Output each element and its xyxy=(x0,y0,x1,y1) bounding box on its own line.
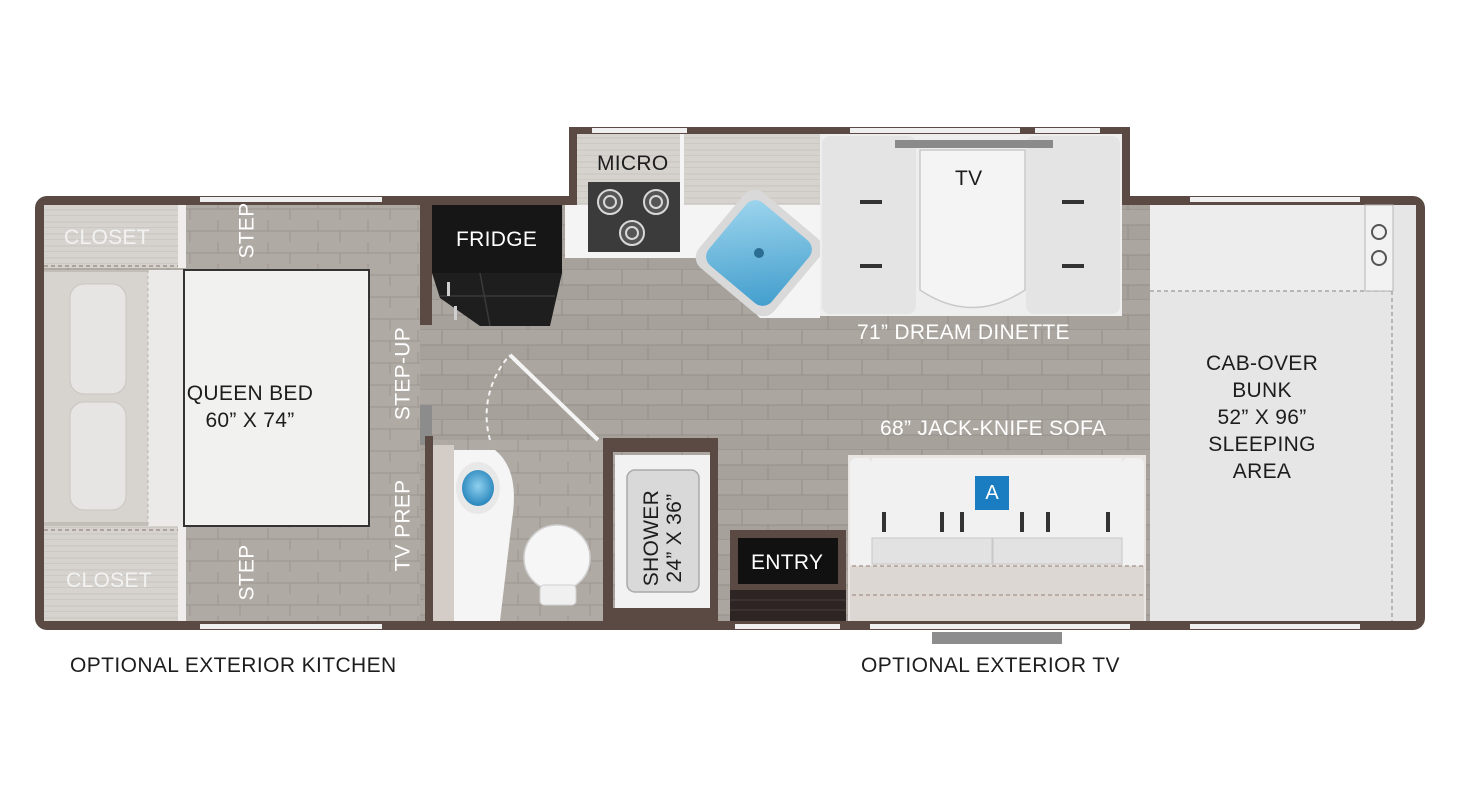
bunk-label-line4: SLEEPING xyxy=(1208,432,1316,456)
closet-top-label: CLOSET xyxy=(64,226,150,249)
bunk-label-line1: CAB-OVER xyxy=(1205,352,1319,375)
bunk-label-line5: AREA xyxy=(1232,459,1292,483)
fridge-label: FRIDGE xyxy=(456,228,538,251)
dinette-label: 71” DREAM DINETTE xyxy=(857,321,1070,344)
step-top-label: STEP xyxy=(235,202,259,259)
fridge xyxy=(432,205,562,327)
kitchen-sink xyxy=(695,189,823,317)
micro-label: MICRO xyxy=(597,152,669,175)
closet-top xyxy=(44,205,180,268)
bunk-label-line2: BUNK xyxy=(1232,378,1292,402)
tv-prep-label: TV PREP xyxy=(391,479,415,572)
bunk-label: CAB-OVER BUNK 52” X 96” SLEEPING AREA xyxy=(1187,351,1337,485)
bathroom xyxy=(431,440,610,621)
sofa-label: 68” JACK-KNIFE SOFA xyxy=(880,417,1107,440)
queen-bed-label-line1: QUEEN BED xyxy=(186,382,314,405)
entry-label: ENTRY xyxy=(751,551,824,574)
closet-bottom xyxy=(44,526,180,621)
step-up-label: STEP-UP xyxy=(391,326,415,421)
shower-label: SHOWER 24” X 36” xyxy=(640,475,686,601)
shower-label-line2: 24” X 36” xyxy=(663,493,686,583)
caption-exterior-tv: OPTIONAL EXTERIOR TV xyxy=(861,654,1120,677)
queen-bed xyxy=(44,269,370,527)
caption-exterior-kitchen: OPTIONAL EXTERIOR KITCHEN xyxy=(70,654,397,677)
entry xyxy=(730,530,846,621)
shower-label-line1: SHOWER xyxy=(639,489,663,587)
shower xyxy=(615,455,710,608)
jack-knife-sofa xyxy=(848,455,1146,621)
tv-label: TV xyxy=(955,167,983,190)
queen-bed-label: QUEEN BED 60” X 74” xyxy=(170,381,330,435)
cooktop xyxy=(588,182,680,252)
sofa-badge: A xyxy=(975,476,1009,510)
cab-over-bunk xyxy=(1150,204,1416,621)
closet-bottom-label: CLOSET xyxy=(66,569,152,592)
queen-bed-label-line2: 60” X 74” xyxy=(205,408,295,432)
dream-dinette xyxy=(820,134,1122,316)
step-bottom-label: STEP xyxy=(235,544,259,601)
bunk-label-line3: 52” X 96” xyxy=(1217,405,1307,429)
